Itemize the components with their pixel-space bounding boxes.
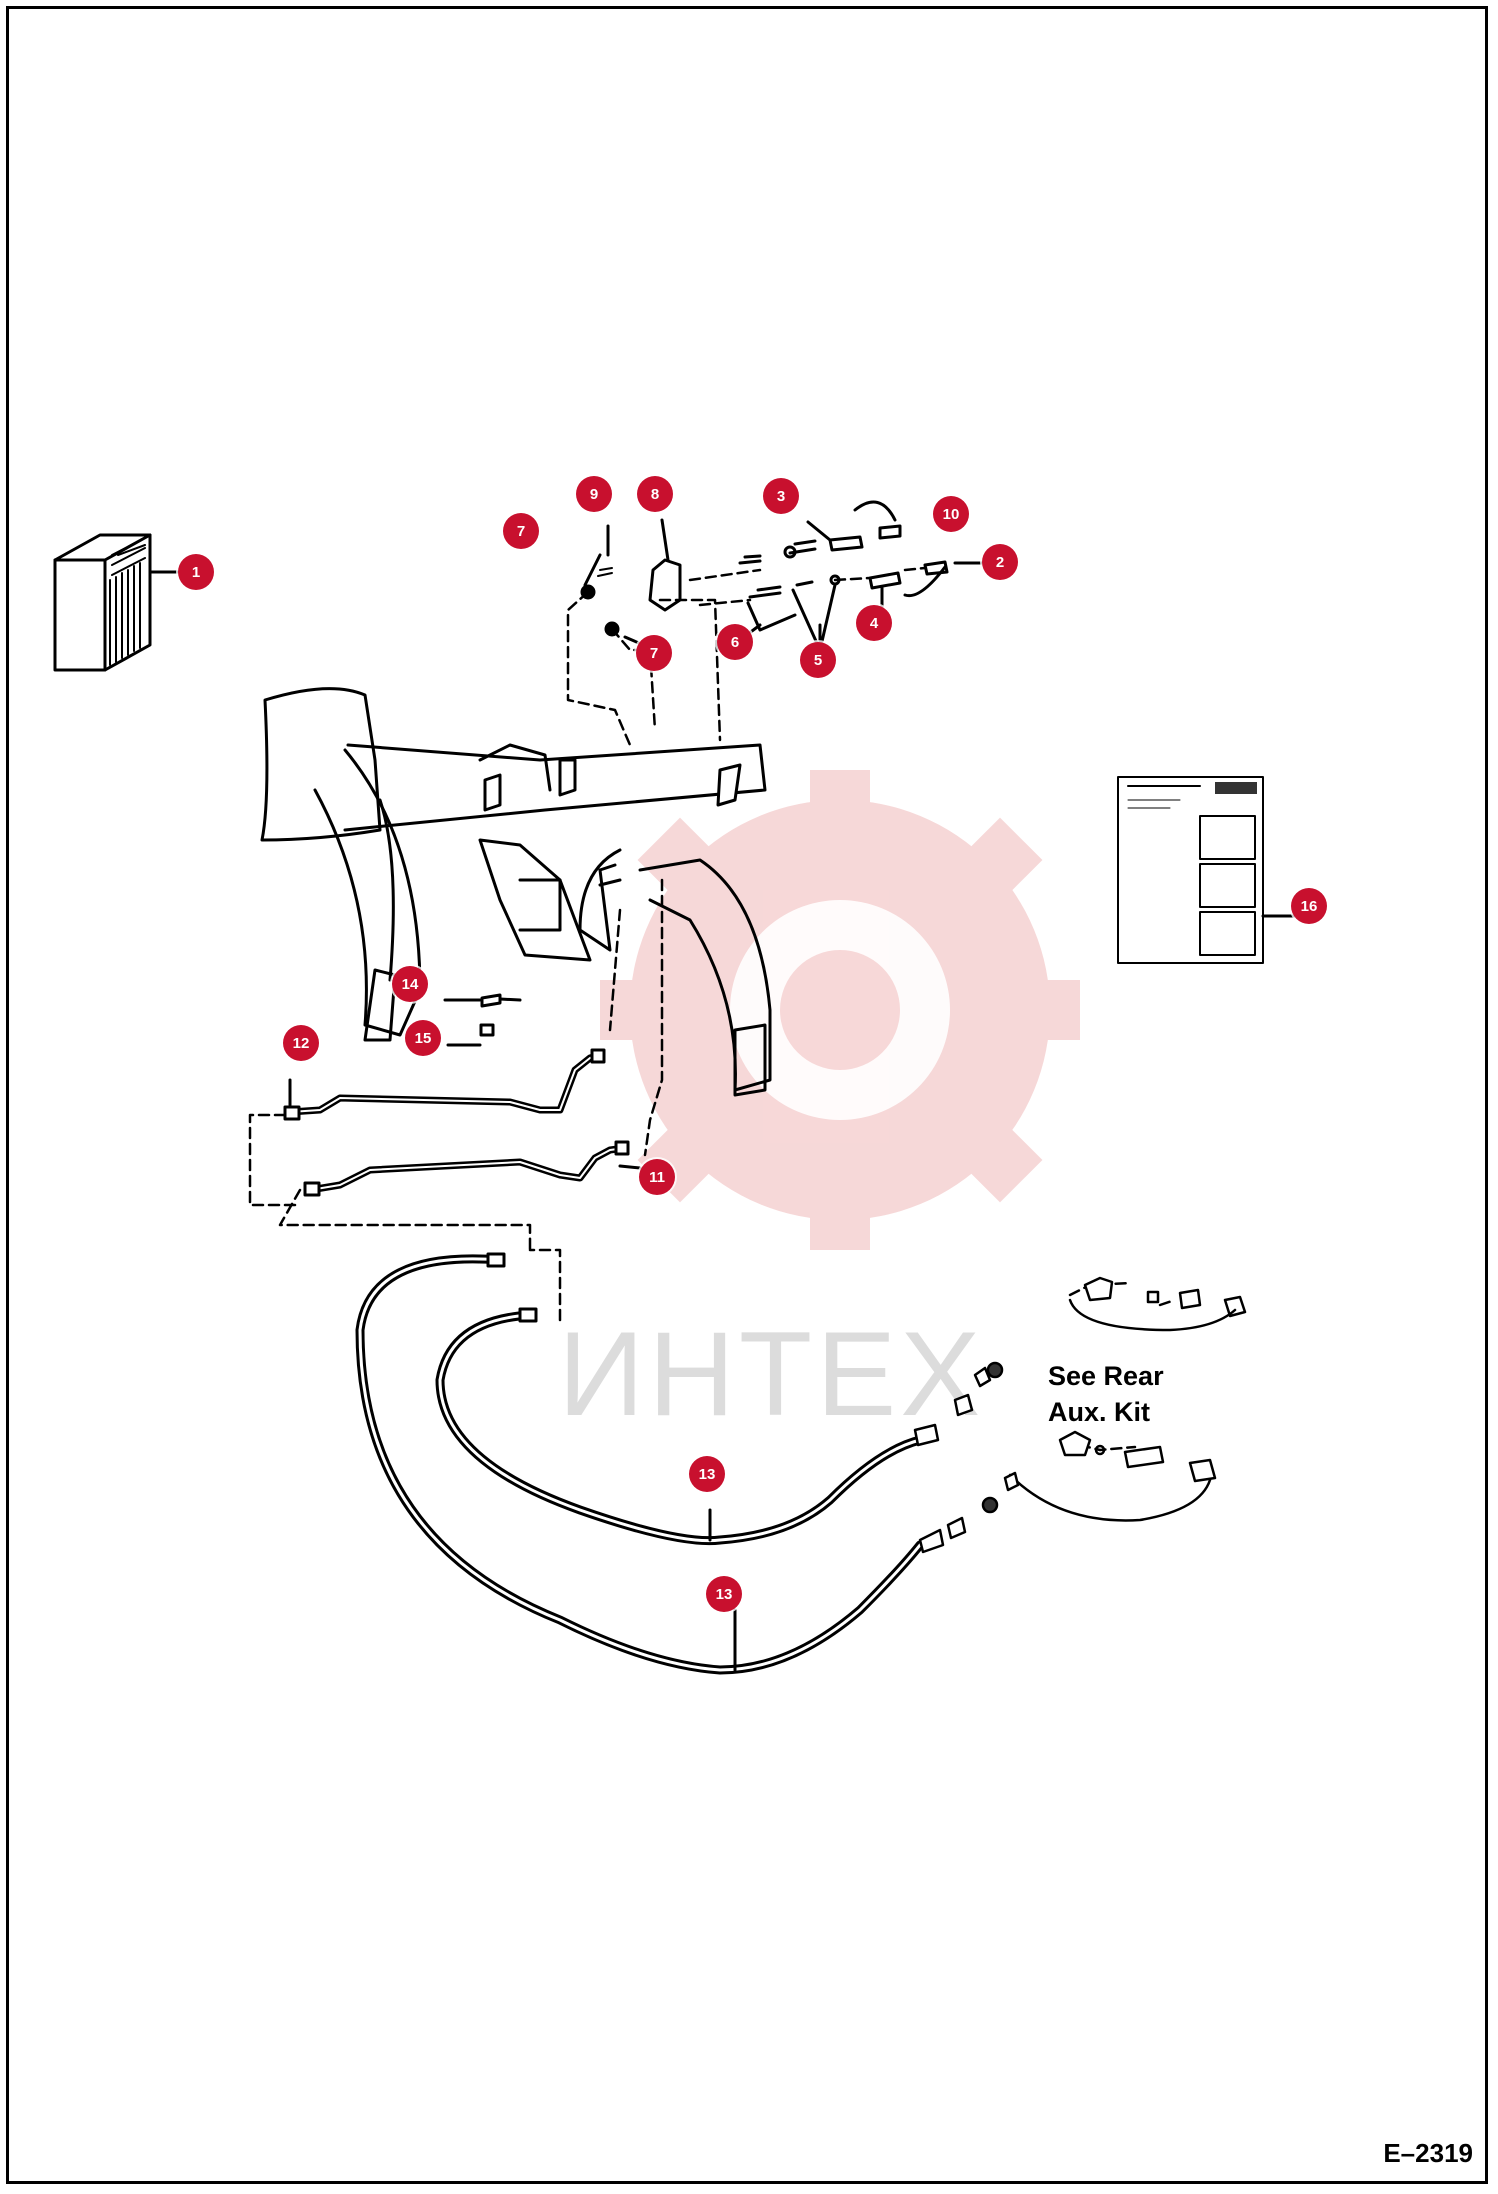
loader-frame [260,687,772,1097]
quick-couplers [913,1276,1247,1554]
callout-11[interactable]: 11 [639,1159,675,1195]
callout-2[interactable]: 2 [982,544,1018,580]
callout-13-upper[interactable]: 13 [689,1456,725,1492]
callout-4[interactable]: 4 [856,605,892,641]
part-16-decal [1117,776,1302,964]
note-line-1: See Rear [1048,1361,1164,1391]
callout-3[interactable]: 3 [763,478,799,514]
callout-1[interactable]: 1 [178,554,214,590]
hydraulic-hoses [355,1252,925,1675]
valve-assembly [580,500,949,652]
callout-16[interactable]: 16 [1291,888,1327,924]
callout-10[interactable]: 10 [933,496,969,532]
dashed-leaders [248,566,1177,1452]
callout-14[interactable]: 14 [392,966,428,1002]
see-rear-aux-kit-note: See Rear Aux. Kit [1048,1358,1164,1430]
callout-5[interactable]: 5 [800,642,836,678]
figure-code: E–2319 [1383,2138,1473,2168]
part-1-box [53,533,180,672]
callout-9[interactable]: 9 [576,476,612,512]
callout-8[interactable]: 8 [637,476,673,512]
callout-6[interactable]: 6 [717,624,753,660]
watermark-text: ИНТЕХ [558,1307,985,1441]
callout-15[interactable]: 15 [405,1020,441,1056]
parts-14-15 [443,993,522,1047]
note-line-2: Aux. Kit [1048,1397,1151,1427]
callout-12[interactable]: 12 [283,1025,319,1061]
steel-tubes [283,1048,630,1197]
callout-7-upper[interactable]: 7 [503,513,539,549]
callout-13-lower[interactable]: 13 [706,1576,742,1612]
callout-7-lower[interactable]: 7 [636,635,672,671]
